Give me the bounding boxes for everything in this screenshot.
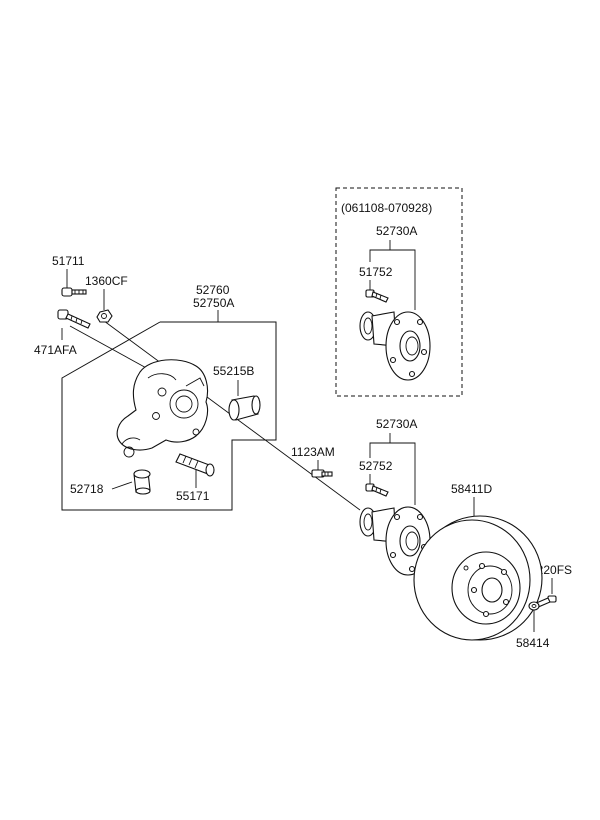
hub-52730a-top: [359, 311, 431, 381]
bolt-1123am: [311, 469, 333, 478]
bolt-51711: [61, 287, 87, 297]
label-date-range: (061108-070928): [341, 201, 432, 215]
label-58411d[interactable]: 58411D: [451, 482, 492, 496]
bolt-52752-bottom: [365, 483, 389, 497]
label-52718[interactable]: 52718: [70, 482, 104, 496]
label-1360cf[interactable]: 1360CF: [85, 274, 128, 288]
label-471afa[interactable]: 471AFA: [34, 343, 77, 357]
bolt-471afa: [57, 309, 91, 329]
label-52750a[interactable]: 52750A: [193, 296, 234, 310]
knuckle-52760: [116, 359, 209, 458]
label-51711[interactable]: 51711: [52, 254, 85, 268]
label-55215b[interactable]: 55215B: [213, 364, 254, 378]
stud-55171: [175, 453, 215, 477]
brake-disc-58411d: [413, 515, 543, 641]
leader-lines: [61, 240, 553, 632]
variant-box: [335, 187, 463, 397]
label-hub-bottom[interactable]: 52730A: [376, 417, 417, 431]
bushing-55215b: [228, 395, 261, 421]
nut-1360cf: [96, 309, 113, 323]
knuckle-assembly-frame: [61, 321, 277, 511]
label-bolt-bottom[interactable]: 52752: [359, 459, 393, 473]
label-58414[interactable]: 58414: [516, 636, 550, 650]
label-55171[interactable]: 55171: [176, 489, 210, 503]
label-1123am[interactable]: 1123AM: [291, 445, 335, 459]
label-bolt-top: 51752: [359, 265, 393, 279]
bolt-51752-top: [365, 289, 389, 303]
label-52760[interactable]: 52760: [196, 283, 230, 297]
label-hub-top: 52730A: [376, 224, 417, 238]
washer-58414: [528, 601, 540, 611]
bushing-52718: [133, 469, 151, 495]
